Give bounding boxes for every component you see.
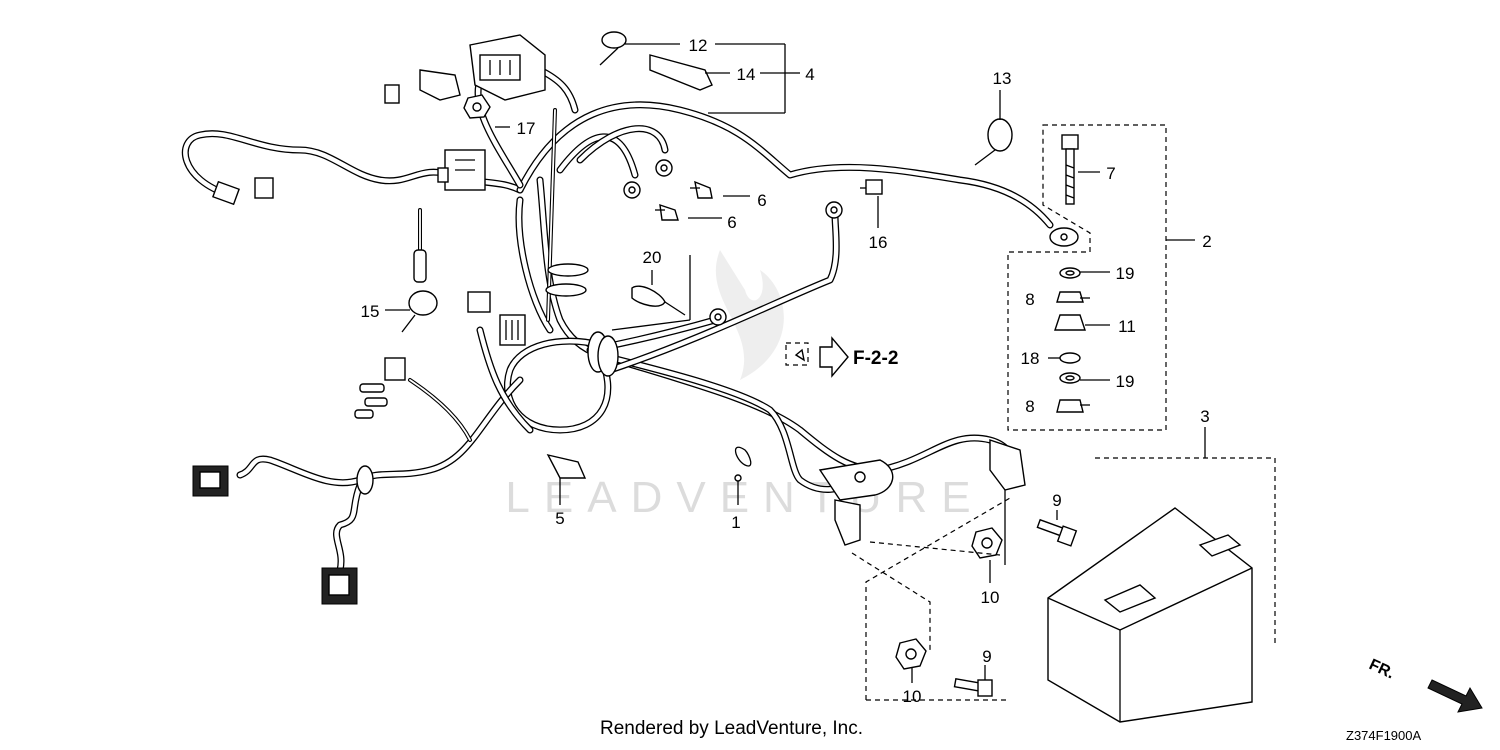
clamp-20 [631,285,686,316]
left-end-connector [212,177,274,206]
callout-8-lower: 8 [1025,397,1034,416]
relay-block [437,149,486,191]
clamp-15 [401,290,438,333]
part-3-box [851,457,1276,701]
callout-2: 2 [1202,232,1211,251]
callout-4: 4 [805,65,814,84]
nut-17 [463,94,491,119]
bottom-multi-connector [321,567,358,605]
callout-20: 20 [643,248,662,267]
callout-1: 1 [731,513,740,532]
callout-10-lower: 10 [903,687,922,706]
callout-18: 18 [1021,349,1040,368]
left-multi-connector [192,465,229,497]
direction-label: FR. [1366,656,1397,682]
part-2-box [1007,124,1167,431]
callout-9-lower: 9 [982,647,991,666]
callout-5: 5 [555,509,564,528]
harness-grommet [356,263,619,495]
callout-14: 14 [737,65,756,84]
clamp-13 [974,118,1013,166]
middle-connectors [467,291,526,346]
top-plug-connector [469,34,546,101]
leader-lines [385,43,1206,683]
bolts-6 [655,180,713,221]
bolt-16 [860,179,883,195]
clip-5 [546,453,587,479]
callout-17: 17 [517,119,536,138]
bracket-connector [384,69,461,104]
direction-arrow-icon [1427,679,1483,713]
watermark-text: LEADVENTURE [505,473,984,522]
reference-f-2-2: F-2-2 [785,336,898,378]
diagram-code: Z374F1900A [1346,728,1422,743]
callout-3: 3 [1200,407,1209,426]
probe-sensor [413,249,427,283]
callout-15: 15 [361,302,380,321]
front-direction-indicator: FR. [1366,656,1483,713]
holder-14 [649,54,713,91]
bolt-7 [1061,134,1079,205]
callout-6-lower: 6 [727,213,736,232]
ring-terminals [623,159,1079,326]
battery-cable-lugs [818,439,1026,546]
reference-label: F-2-2 [853,348,898,369]
callout-numbers: 1 2 3 4 5 6 6 7 8 8 9 9 10 10 11 12 13 1… [361,36,1212,706]
callout-19-lower: 19 [1116,372,1135,391]
callout-7: 7 [1106,164,1115,183]
footer-credit: Rendered by LeadVenture, Inc. [600,718,864,739]
left-lead-connectors [354,357,406,419]
callout-8-upper: 8 [1025,290,1034,309]
nut-10-upper [971,527,1003,559]
callout-19-upper: 19 [1116,264,1135,283]
callout-11: 11 [1118,317,1136,336]
bolt-9-lower [953,677,993,697]
callout-9-upper: 9 [1052,491,1061,510]
callout-6-upper: 6 [757,191,766,210]
small-parts-stack [1054,267,1086,413]
callout-13: 13 [993,69,1012,88]
callout-16: 16 [869,233,888,252]
callout-10-upper: 10 [981,588,1000,607]
battery [1047,507,1253,723]
callout-12: 12 [689,36,708,55]
bolt-9-upper [1036,518,1078,547]
nut-10-lower [895,638,927,670]
tie-12 [599,31,627,66]
